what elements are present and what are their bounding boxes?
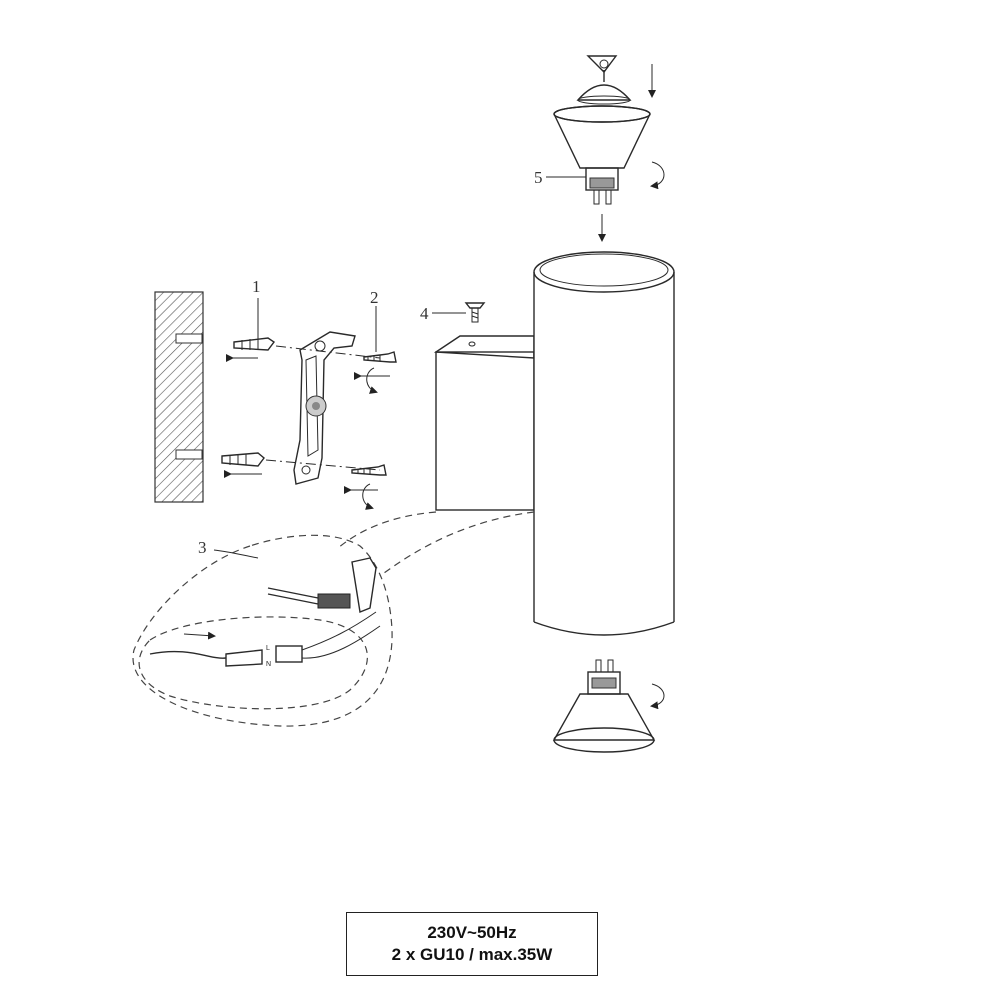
- spec-bulbs: 2 x GU10 / max.35W: [391, 945, 553, 964]
- spec-label-box: 230V~50Hz 2 x GU10 / max.35W: [346, 912, 598, 976]
- screw-top: [354, 351, 397, 394]
- callout-3: 3: [198, 538, 207, 557]
- wall-box: [433, 335, 535, 511]
- gu10-bulb-top: [553, 105, 665, 242]
- wire-label-n: N: [266, 661, 271, 668]
- spec-voltage: 230V~50Hz: [427, 923, 517, 942]
- gu10-bulb-bottom: [552, 659, 665, 753]
- callout-leaders: [213, 176, 586, 559]
- set-screw: [464, 302, 486, 323]
- callout-2: 2: [370, 288, 379, 307]
- cylinder-body: [533, 251, 675, 636]
- callout-5: 5: [534, 168, 543, 187]
- mounting-bracket: [293, 331, 356, 485]
- screw-bottom: [344, 464, 387, 510]
- wiring-detail: L N: [132, 511, 535, 727]
- wall-plug-bottom: [221, 452, 265, 478]
- top-cover-cap: [576, 55, 656, 105]
- wall-plug-top: [226, 337, 276, 362]
- wire-label-l: L: [266, 645, 270, 652]
- callout-1: 1: [252, 277, 261, 296]
- callout-4: 4: [420, 304, 429, 323]
- wall-section: [154, 291, 204, 503]
